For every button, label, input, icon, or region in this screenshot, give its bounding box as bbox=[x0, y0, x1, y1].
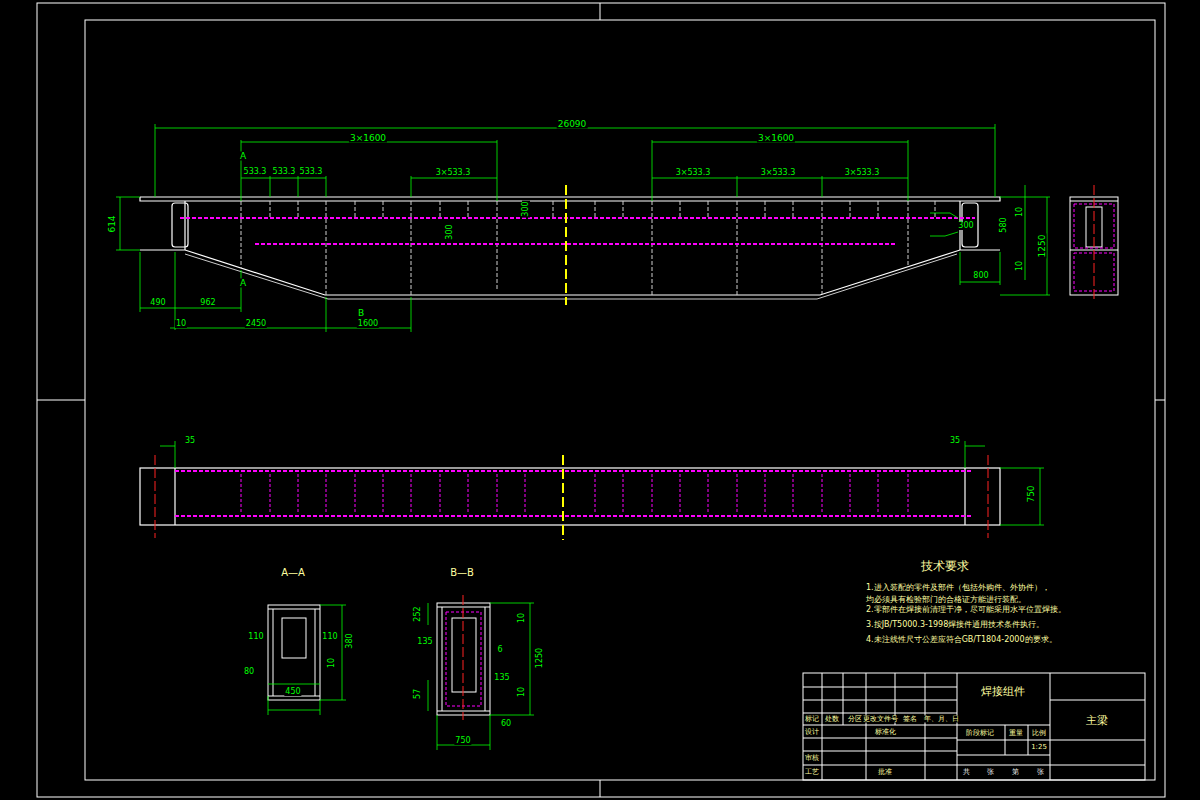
dimension-text: 10 bbox=[175, 320, 187, 328]
title-block-cell: 设计 bbox=[804, 729, 820, 736]
section-mark: A bbox=[239, 152, 247, 161]
drawing-name: 焊接组件 bbox=[980, 686, 1026, 697]
dimension-text: 3×533.3 bbox=[844, 169, 881, 177]
dimension-text: 3×533.3 bbox=[760, 169, 797, 177]
dimension-text: 300 bbox=[446, 223, 454, 240]
dimension-text: 3×533.3 bbox=[675, 169, 712, 177]
dimension-text: 1600 bbox=[357, 320, 379, 328]
dimension-text: 300 bbox=[522, 200, 530, 217]
dimension-text: 26090 bbox=[557, 120, 588, 129]
dimension-text: 380 bbox=[346, 632, 354, 649]
notes-heading: 技术要求 bbox=[920, 560, 970, 572]
title-block-cell: 审核 bbox=[804, 755, 820, 762]
dimension-text: 10 bbox=[518, 612, 526, 624]
dimension-text: 3×1600 bbox=[349, 134, 387, 143]
dimension-text: 80 bbox=[243, 668, 255, 676]
title-block-cell: 批准 bbox=[877, 769, 893, 776]
title-block-cell: 比例 bbox=[1031, 730, 1047, 737]
dimension-text: 750 bbox=[454, 737, 471, 745]
title-block-cell: 共 bbox=[962, 769, 971, 776]
dimension-text: 533.3 bbox=[299, 168, 324, 176]
dimension-text: 110 bbox=[321, 633, 338, 641]
dimension-text: 135 bbox=[493, 674, 510, 682]
dimension-text: 533.3 bbox=[272, 168, 297, 176]
title-block-cell: 标准化 bbox=[874, 729, 897, 736]
title-block-cell: 年、月、日 bbox=[923, 716, 960, 723]
note-text: 3.按JB/T5000.3-1998焊接件通用技术条件执行。 bbox=[865, 621, 1045, 629]
dimension-text: 750 bbox=[1027, 484, 1036, 503]
dimension-text: 800 bbox=[972, 272, 989, 280]
dimension-text: 10 bbox=[1016, 206, 1024, 218]
dimension-text: 57 bbox=[414, 688, 422, 700]
dimension-text: 35 bbox=[184, 437, 196, 445]
title-block-cell: 更改文件号 bbox=[862, 716, 899, 723]
dimension-text: 135 bbox=[416, 638, 433, 646]
dimension-text: 10 bbox=[328, 657, 336, 669]
title-block-cell: 处数 bbox=[824, 716, 840, 723]
dimension-text: 1250 bbox=[536, 647, 544, 669]
title-block-cell: 1:25 bbox=[1030, 744, 1048, 751]
dimension-text: 450 bbox=[284, 688, 301, 696]
dimension-text: 110 bbox=[247, 633, 264, 641]
dimension-text: 490 bbox=[149, 299, 166, 307]
title-block-cell: 重量 bbox=[1008, 730, 1024, 737]
dimension-text: 60 bbox=[500, 720, 512, 728]
dimension-text: 1250 bbox=[1038, 234, 1047, 259]
dimension-text: 614 bbox=[108, 214, 117, 233]
dimension-text: 580 bbox=[1000, 216, 1008, 233]
note-text: 1.进入装配的零件及部件（包括外购件、外协件），均必须具有检验部门的合格证方能进… bbox=[865, 582, 1057, 606]
title-block-cell: 标记 bbox=[804, 716, 820, 723]
dimension-text: 10 bbox=[1016, 260, 1024, 272]
part-name: 主梁 bbox=[1085, 715, 1109, 726]
dimension-text: 3×1600 bbox=[757, 134, 795, 143]
title-block-cell: 签名 bbox=[902, 716, 918, 723]
dimension-text: 10 bbox=[518, 686, 526, 698]
dimension-text: 533.3 bbox=[243, 168, 268, 176]
dimension-text: 2450 bbox=[245, 320, 267, 328]
title-block-cell: 工艺 bbox=[804, 769, 820, 776]
dimension-text: 962 bbox=[199, 299, 216, 307]
section-title: A—A bbox=[280, 568, 306, 578]
note-text: 4.未注线性尺寸公差应符合GB/T1804-2000的要求。 bbox=[865, 636, 1058, 644]
dimension-text: 300 bbox=[957, 222, 974, 230]
section-title: B—B bbox=[449, 568, 475, 578]
dimension-text: 6 bbox=[496, 646, 503, 654]
title-block-cell: 张 bbox=[1036, 769, 1045, 776]
section-mark: A bbox=[239, 279, 247, 288]
note-text: 2.零部件在焊接前清理干净，尽可能采用水平位置焊接。 bbox=[865, 606, 1067, 614]
dimension-text: 35 bbox=[949, 437, 961, 445]
dimension-text: 3×533.3 bbox=[435, 169, 472, 177]
title-block-cell: 第 bbox=[1011, 769, 1020, 776]
dimension-text: 252 bbox=[414, 605, 422, 622]
title-block-cell: 张 bbox=[986, 769, 995, 776]
section-mark: B bbox=[357, 309, 365, 318]
title-block-cell: 阶段标记 bbox=[965, 730, 995, 737]
